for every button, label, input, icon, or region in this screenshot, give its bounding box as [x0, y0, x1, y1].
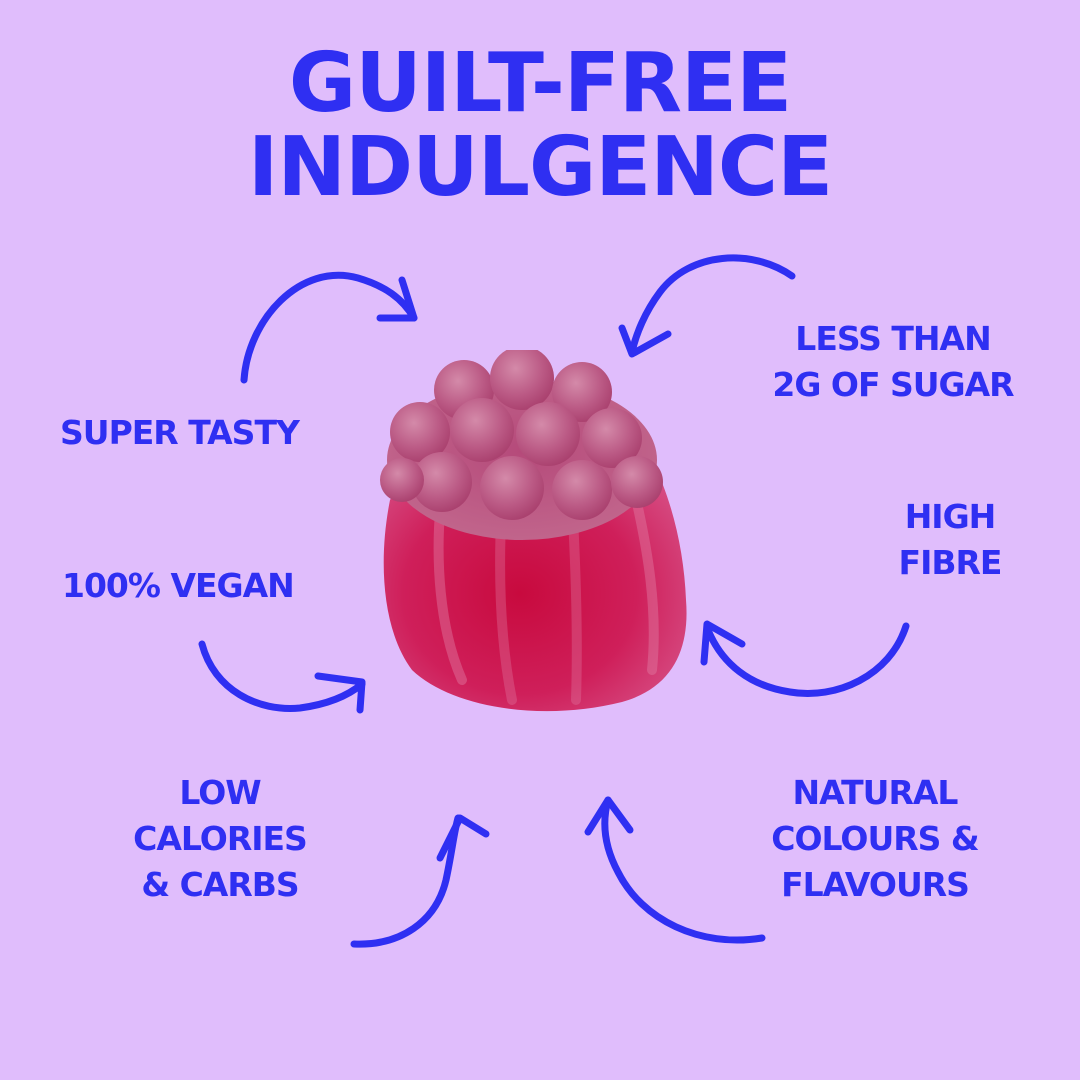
claim-high-fibre-line-2: FIBRE: [898, 543, 1003, 582]
claim-natural: NATURAL COLOURS & FLAVOURS: [740, 770, 1010, 908]
claim-low-calories: LOW CALORIES & CARBS: [100, 770, 340, 908]
claim-low-calories-line-1: LOW: [179, 773, 261, 812]
headline-line-1: GUILT-FREE: [288, 36, 792, 131]
claim-less-sugar: LESS THAN 2G OF SUGAR: [748, 316, 1038, 408]
curved-arrow-icon-super-tasty: [240, 271, 418, 384]
curved-arrow-icon-natural: [584, 796, 766, 944]
claim-high-fibre: HIGH FIBRE: [860, 494, 1040, 586]
claim-vegan: 100% VEGAN: [62, 563, 295, 609]
claim-natural-line-1: NATURAL: [792, 773, 959, 812]
curved-arrow-icon-vegan: [198, 640, 366, 714]
headline: GUILT-FREE INDULGENCE: [0, 42, 1080, 210]
gummy-image: [380, 350, 687, 712]
claim-natural-line-3: FLAVOURS: [781, 865, 970, 904]
headline-line-2: INDULGENCE: [247, 120, 833, 215]
claim-less-sugar-line-1: LESS THAN: [795, 319, 991, 358]
claim-less-sugar-line-2: 2G OF SUGAR: [772, 365, 1014, 404]
claim-high-fibre-line-1: HIGH: [904, 497, 997, 536]
curved-arrow-icon-high-fibre: [700, 620, 910, 697]
claim-super-tasty-line-1: SUPER TASTY: [60, 413, 300, 452]
claim-low-calories-line-2: CALORIES: [133, 819, 308, 858]
curved-arrow-icon-less-sugar: [618, 254, 796, 358]
claim-super-tasty: SUPER TASTY: [60, 410, 300, 456]
claim-low-calories-line-3: & CARBS: [141, 865, 299, 904]
claim-vegan-line-1: 100% VEGAN: [62, 566, 295, 605]
curved-arrow-icon-low-calories: [350, 814, 490, 948]
claim-natural-line-2: COLOURS &: [771, 819, 979, 858]
